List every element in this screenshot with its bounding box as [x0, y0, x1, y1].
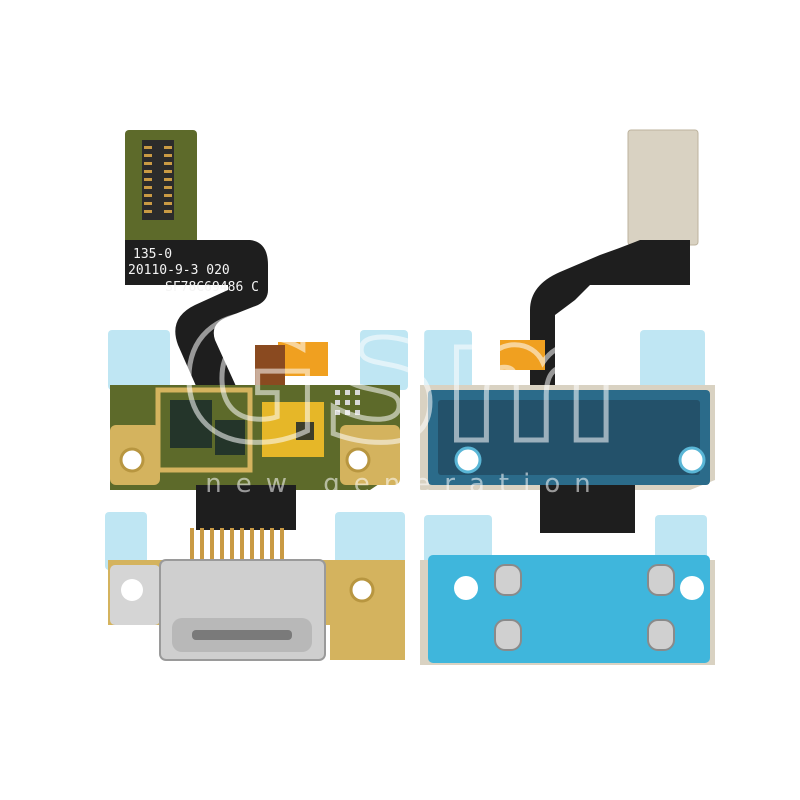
right-lower-flex: [540, 485, 635, 533]
left-flex-cable: [125, 240, 268, 395]
left-main-pcb: [110, 385, 400, 490]
left-lower-flex: [196, 485, 296, 530]
pcb-print-text: 135-0 20110-9-3 020 SF78C69486 C: [128, 247, 259, 295]
connector-pins: [144, 146, 172, 213]
left-adhesive-stickers: [105, 330, 408, 570]
left-usb-contacts: [190, 528, 284, 562]
right-main-board: [420, 385, 715, 490]
pcb-print-line-3: SF78C69486 C: [165, 280, 259, 295]
right-usb-bracket: [420, 555, 715, 665]
left-orange-tape: [278, 342, 328, 376]
right-flex-cable: [530, 240, 690, 395]
left-part-front: 135-0 20110-9-3 020 SF78C69486 C: [105, 130, 408, 661]
right-metal-stiffener: [627, 129, 699, 246]
pcb-solder-pads: [335, 390, 360, 415]
pcb-print-line-1: 135-0: [133, 247, 172, 262]
left-usb-board: [108, 559, 405, 661]
right-part-back: [420, 129, 715, 665]
pcb-print-line-2: 20110-9-3 020: [128, 263, 230, 278]
watermark-logo: GSm: [180, 283, 619, 481]
left-brown-tape: [255, 345, 285, 385]
right-orange-tape: [500, 340, 545, 370]
left-top-connector-board: [125, 130, 197, 245]
watermark-tagline: new generation: [205, 469, 604, 499]
bracket-screw-tabs: [494, 564, 675, 651]
watermark: GSm new generation: [178, 281, 622, 500]
